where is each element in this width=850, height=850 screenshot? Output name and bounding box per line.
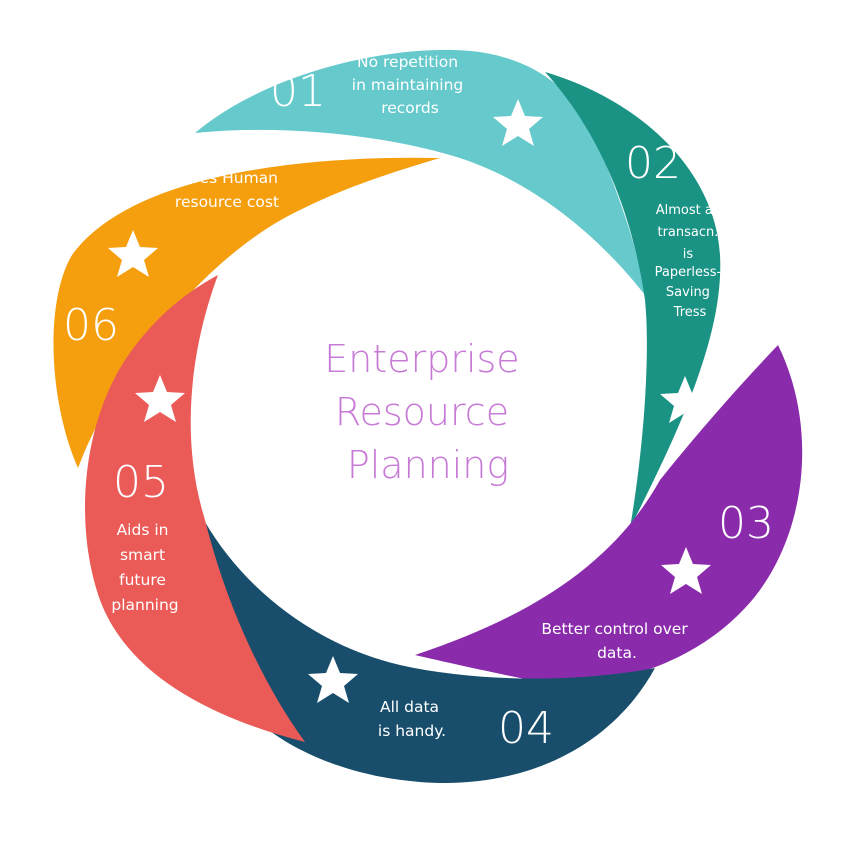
- segment-06-number: 06: [63, 300, 119, 351]
- segment-04-label: All data is handy.: [378, 698, 446, 740]
- star-icon: [493, 99, 543, 146]
- star-icon: [135, 375, 185, 422]
- center-title-line-3: Planning: [347, 443, 509, 487]
- center-title-line-1: Enterprise: [324, 337, 519, 381]
- segment-06-shape: [53, 157, 441, 468]
- segment-05-shape: [85, 275, 306, 742]
- segment-02-label: Almost all transacn. is Paperless- Savin…: [655, 203, 726, 320]
- star-icon: [308, 656, 358, 703]
- star-icon: [108, 230, 158, 277]
- center-title: Enterprise Resource Planning: [324, 337, 532, 487]
- segment-06-label: Saves Human resource cost: [171, 169, 283, 211]
- segment-04-number: 04: [498, 703, 554, 754]
- segment-02-number: 02: [625, 138, 681, 189]
- segment-01-label: No repetition in maintaining records: [352, 53, 468, 117]
- segment-01-shape: [195, 49, 645, 295]
- segment-05-number: 05: [113, 457, 169, 508]
- segment-03-shape: [415, 345, 803, 684]
- segment-04-shape: [202, 522, 655, 784]
- star-icon: [660, 376, 710, 423]
- segment-03-number: 03: [718, 498, 774, 549]
- star-icon: [661, 547, 711, 594]
- segment-01-number: 01: [270, 66, 326, 117]
- segment-05-label: Aids in smart future planning: [111, 521, 178, 614]
- center-title-line-2: Resource: [335, 390, 509, 434]
- segment-03-label: Better control over data.: [541, 620, 692, 662]
